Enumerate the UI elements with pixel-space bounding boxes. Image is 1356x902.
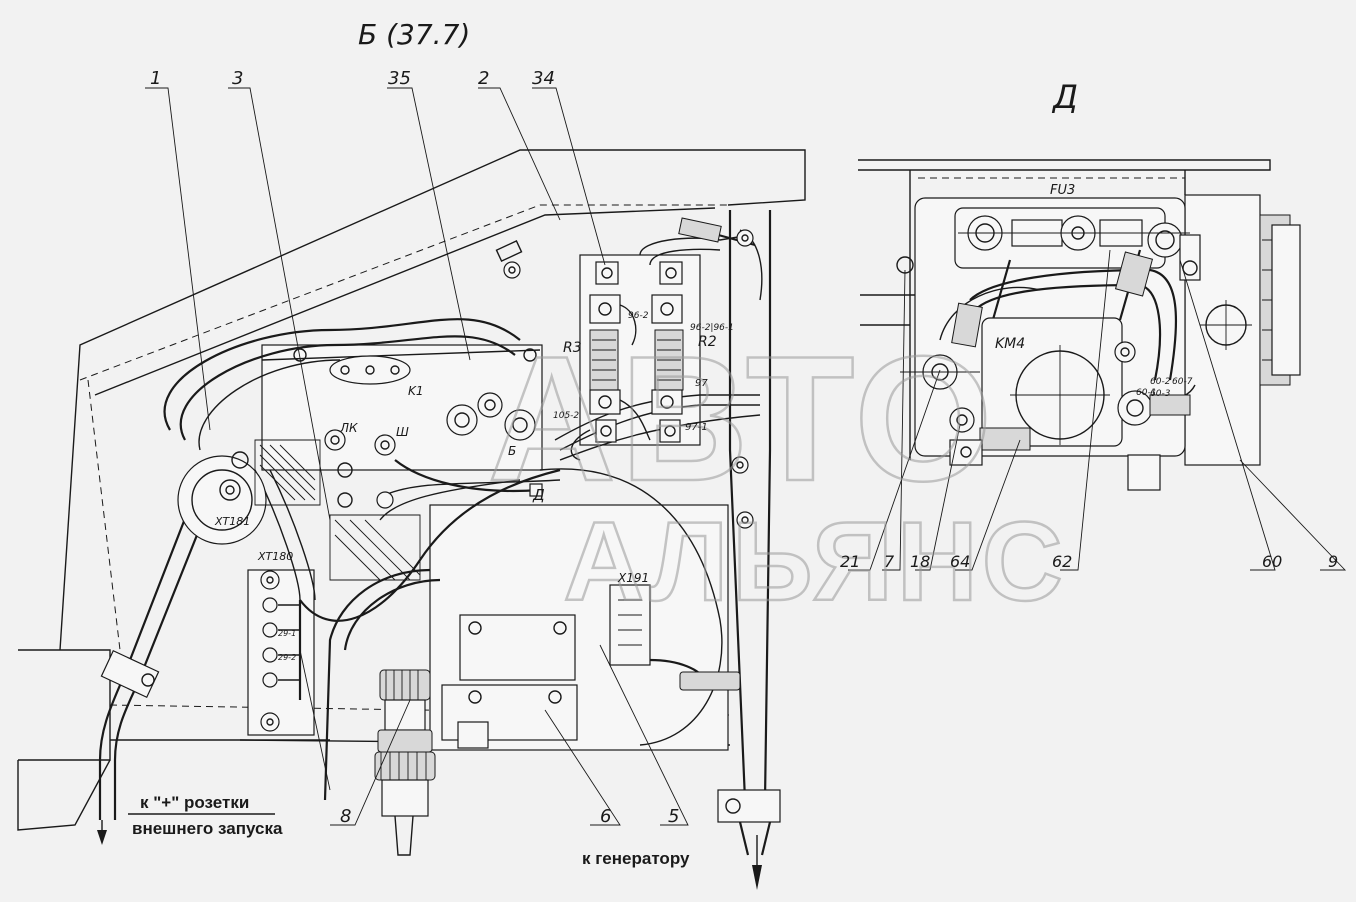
view-d <box>848 159 1347 571</box>
watermark: АВТО АЛЬЯНС <box>486 318 1066 626</box>
label-r3: R3 <box>563 340 582 356</box>
wire-tag: 60-2 <box>1150 377 1171 387</box>
label-x191: X191 <box>617 571 649 585</box>
callout-b-7: 6 <box>600 806 611 827</box>
label-lk: ЛК <box>339 421 358 435</box>
view-d-title: Д <box>1051 78 1078 116</box>
callout-d-1: 21 <box>840 552 860 571</box>
callout-b-3: 35 <box>388 68 411 89</box>
view-b-title: Б (37.7) <box>358 18 470 51</box>
label-xt181: XT181 <box>214 515 250 528</box>
callout-d-6: 60 <box>1262 552 1282 571</box>
wire-tag: 29-1 <box>278 629 296 638</box>
annotation-socket-line2: внешнего запуска <box>132 819 283 838</box>
watermark-line2: АЛЬЯНС <box>563 499 1066 624</box>
wire-tag: 60-3 <box>1150 389 1171 399</box>
callout-b-4: 2 <box>478 68 489 89</box>
watermark-line1: АВТО <box>487 319 996 518</box>
callout-d-2: 7 <box>884 552 895 571</box>
wire-tag: 105-2 <box>553 411 579 421</box>
label-b: Б <box>508 444 516 458</box>
callout-d-7: 9 <box>1328 552 1338 571</box>
wire-tag: 96-2 <box>628 311 649 321</box>
label-fu3: FU3 <box>1050 183 1075 198</box>
wire-tag: 96-2|96-1 <box>690 323 734 333</box>
callout-b-2: 3 <box>232 68 243 89</box>
view-b <box>17 87 806 890</box>
callout-d-3: 18 <box>910 552 930 571</box>
callout-d-5: 62 <box>1052 552 1072 571</box>
wire-tag: 29-2 <box>278 653 296 662</box>
wire-tag: 97-1 <box>685 422 708 433</box>
callout-b-6: 8 <box>340 806 351 827</box>
callout-b-5: 34 <box>532 68 555 89</box>
label-km4: KM4 <box>995 336 1025 352</box>
wire-tag: 97 <box>695 378 708 389</box>
label-d-marker: Д <box>532 486 545 504</box>
callout-b-1: 1 <box>150 68 161 89</box>
callout-d-4: 64 <box>950 552 970 571</box>
annotation-socket-line1: к "+" розетки <box>140 793 249 812</box>
annotation-generator: к генератору <box>582 849 690 868</box>
label-sh: Ш <box>396 425 409 439</box>
label-r2: R2 <box>698 334 717 350</box>
wire-tag: 60-7 <box>1172 377 1193 387</box>
callout-b-8: 5 <box>668 806 679 827</box>
label-k1: K1 <box>408 384 424 398</box>
label-xt180: XT180 <box>257 550 293 563</box>
wire-tag: 60-1 <box>1136 388 1156 398</box>
